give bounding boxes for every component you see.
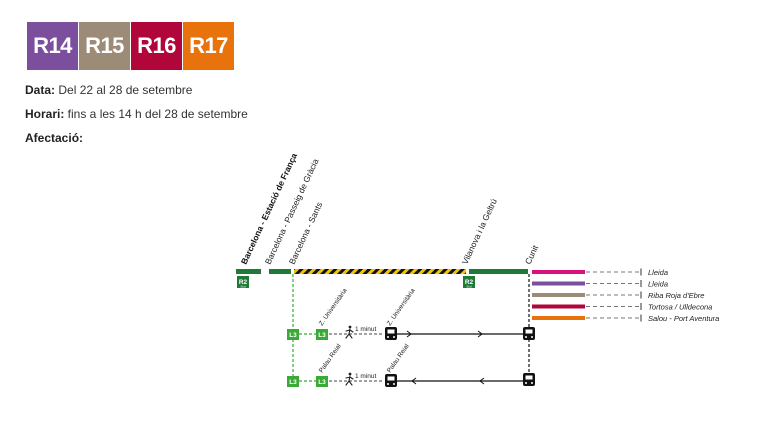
l3-badge-upper-left: L3 <box>287 329 299 340</box>
bus-icon <box>385 327 397 340</box>
svg-text:Sud: Sud <box>240 285 246 289</box>
metro-label-palau: Palau Reial <box>318 342 343 374</box>
svg-text:L3: L3 <box>318 379 326 386</box>
line-badge-r15: R15 <box>79 22 130 70</box>
line-badge-r16: R16 <box>131 22 182 70</box>
bus-label-universitaria: Z. Universitària <box>386 287 417 327</box>
bus-icon <box>385 374 397 387</box>
r2-segment-franca <box>236 269 261 274</box>
walk-time-upper: 1 minut <box>355 326 377 333</box>
destination-label: Tortosa / Ulldecona <box>648 303 712 312</box>
bus-label-palau: Palau Reial <box>386 342 411 374</box>
line-badge-r17: R17 <box>183 22 234 70</box>
schedule-label: Horari: <box>25 107 65 121</box>
svg-text:R2: R2 <box>239 279 248 286</box>
branch-line-r17 <box>532 316 585 320</box>
schedule-value: fins a les 14 h del 28 de setembre <box>64 107 248 121</box>
impact-line: Afectació: <box>25 131 83 145</box>
metro-label-universitaria: Z. Universitària <box>318 287 349 327</box>
direction-arrow-right <box>406 330 412 338</box>
r2-segment-gracia <box>269 269 291 274</box>
direction-arrow-left <box>411 377 417 385</box>
impact-label: Afectació: <box>25 131 84 145</box>
direction-arrow-right <box>477 330 483 338</box>
r2-badge-franca: R2 Sud <box>237 276 249 289</box>
destination-label: Lleida <box>648 280 668 289</box>
r2-badge-vilanova: R2 Sud <box>463 276 475 289</box>
line-badge-r14: R14 <box>27 22 78 70</box>
l3-badge-lower-right: L3 <box>316 376 328 387</box>
station-label-vilanova: Vilanova i la Geltrú <box>460 197 499 266</box>
svg-text:L3: L3 <box>289 332 297 339</box>
interrupted-segment <box>294 269 466 274</box>
destination-label: Salou - Port Aventura <box>648 314 719 323</box>
date-value: Del 22 al 28 de setembre <box>55 83 193 97</box>
schedule-line: Horari: fins a les 14 h del 28 de setemb… <box>25 107 248 121</box>
line-badges: R14 R15 R16 R17 <box>27 22 235 70</box>
svg-text:R2: R2 <box>465 279 474 286</box>
svg-text:Sud: Sud <box>466 285 472 289</box>
station-label-cunit: Cunit <box>523 243 541 266</box>
bus-icon <box>523 373 535 386</box>
l3-badge-upper-right: L3 <box>316 329 328 340</box>
branch-line-r14 <box>532 270 585 274</box>
svg-text:L3: L3 <box>289 379 297 386</box>
branch-line-r14b <box>532 281 585 286</box>
date-line: Data: Del 22 al 28 de setembre <box>25 83 192 97</box>
walking-person-icon <box>345 372 354 386</box>
branch-line-r16 <box>532 304 585 309</box>
direction-arrow-left <box>479 377 485 385</box>
destination-label: Lleida <box>648 268 668 277</box>
bus-icon <box>523 327 535 340</box>
l3-badge-lower-left: L3 <box>287 376 299 387</box>
date-label: Data: <box>25 83 56 97</box>
destination-label: Riba Roja d'Ebre <box>648 291 704 300</box>
walking-person-icon <box>345 325 354 339</box>
branch-line-r15 <box>532 293 585 297</box>
destination-branches <box>532 268 642 322</box>
r2-segment-vilanova <box>469 269 528 274</box>
walk-time-lower: 1 minut <box>355 373 377 380</box>
svg-text:L3: L3 <box>318 332 326 339</box>
